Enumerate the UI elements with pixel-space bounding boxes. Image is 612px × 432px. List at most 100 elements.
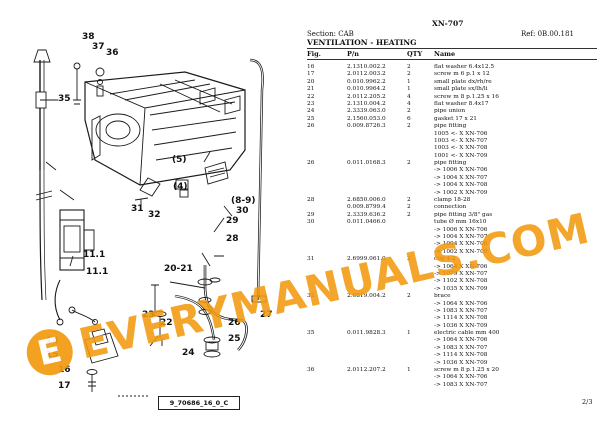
row-qty: 2 — [407, 123, 411, 130]
table-row: -> 1114 X XN-708 — [307, 315, 597, 322]
callout-28: 28 — [226, 234, 239, 244]
row-part-number: 0.011.9828.3 — [347, 330, 386, 337]
table-row: -> 1064 X XN-706 — [307, 337, 597, 344]
row-fig: 17 — [307, 71, 315, 78]
row-qty: 1 — [407, 330, 411, 337]
table-row: -> 1114 X XN-708 — [307, 352, 597, 359]
col-name: Name — [434, 50, 456, 58]
row-name: -> 1114 X XN-708 — [434, 352, 488, 359]
row-name: 1003 <- X XN-707 — [434, 137, 488, 144]
row-name: screw m 6 p.1 x 12 — [434, 71, 490, 78]
table-row: -> 1002 X XN-709 — [307, 190, 597, 197]
row-name: flat washer 8.4x17 — [434, 100, 489, 107]
row-fig: 23 — [307, 100, 315, 107]
callout-20-21: 20-21 — [164, 264, 193, 274]
row-name: gasket 17 x 21 — [434, 115, 477, 122]
table-row: -> 1102 X XN-708 — [307, 278, 597, 285]
callout-32: 32 — [148, 210, 161, 220]
table-row: -> 1036 X XN-709 — [307, 323, 597, 330]
callout-17: 17 — [58, 381, 71, 391]
row-name: -> 1083 X XN-707 — [434, 344, 488, 351]
row-part-number: 2.3339.636.2 — [347, 211, 386, 218]
row-part-number: 0.010.9962.2 — [347, 78, 386, 85]
row-name: tube Ø mm 16x10 — [434, 219, 487, 226]
row-part-number: 0.010.9964.2 — [347, 86, 386, 93]
row-fig: 36 — [307, 367, 315, 374]
col-part-number: P/n — [347, 50, 359, 58]
callout-23: 23 — [142, 310, 155, 320]
row-part-number: 2.1310.004.2 — [347, 100, 386, 107]
row-fig: 28 — [307, 197, 315, 204]
row-qty: 4 — [407, 100, 411, 107]
callout-29: 29 — [226, 216, 239, 226]
col-fig: Fig. — [307, 50, 321, 58]
table-row: 1003 <- X XN-708 — [307, 145, 597, 152]
row-name: -> 1002 X XN-709 — [434, 189, 488, 196]
row-fig: 29 — [307, 211, 315, 218]
row-part-number: 2.6819.004.2 — [347, 293, 386, 300]
row-qty: 2 — [407, 256, 411, 263]
callout-25: 25 — [228, 334, 241, 344]
callout-30: 30 — [236, 206, 249, 216]
callout-11-1-lower: 11.1 — [86, 267, 109, 277]
callout-11-1-upper: 11.1 — [83, 250, 106, 260]
table-row: -> 1064 X XN-706 — [307, 374, 597, 381]
row-name: -> 1004 X XN-707 — [434, 174, 488, 181]
row-part-number: 2.1310.002.2 — [347, 64, 386, 70]
row-name: -> 1083 X XN-707 — [434, 381, 488, 388]
row-name: connection — [434, 204, 467, 211]
row-part-number: 2.3339.063.0 — [347, 108, 386, 115]
row-part-number: 2.0112.207.2 — [347, 367, 386, 374]
table-row: -> 1035 X XN-709 — [307, 286, 597, 293]
callout-15: 15 — [46, 350, 59, 360]
row-name: pipe fitting — [434, 160, 467, 167]
row-name: -> 1004 X XN-707 — [434, 233, 488, 240]
table-row: 36 2.0112.207.2 1 screw m 8 p.1.25 x 20 — [307, 367, 597, 374]
row-name: small plate dx/rh/re — [434, 78, 492, 85]
document-title: XN-707 — [432, 19, 464, 28]
row-name: 1001 <- X XN-709 — [434, 152, 488, 159]
table-row: 23 2.1310.004.2 4 flat washer 8.4x17 — [307, 101, 597, 108]
row-name: screw m 8 p.1.25 x 20 — [434, 367, 499, 374]
row-fig: 35 — [307, 330, 315, 337]
diagram-drawing — [33, 49, 267, 397]
row-qty: 2 — [407, 108, 411, 115]
row-name: flat washer 6.4x12.5 — [434, 64, 495, 70]
callout-14: 14 — [46, 336, 59, 346]
row-name: -> 1036 X XN-709 — [434, 359, 488, 366]
row-qty: 2 — [407, 71, 411, 78]
row-name: pipe fitting 3/8" gas — [434, 211, 493, 218]
row-name: -> 1064 X XN-706 — [434, 374, 488, 381]
row-name: -> 1102 X XN-708 — [434, 278, 488, 285]
row-name: -> 1064 X XN-706 — [434, 300, 488, 307]
row-fig: 32 — [307, 293, 315, 300]
callout-26: 26 — [228, 318, 241, 328]
table-row: 1005 <- X XN-706 — [307, 131, 597, 138]
table-row: 1001 <- X XN-709 — [307, 153, 597, 160]
table-row: -> 1004 X XN-708 — [307, 241, 597, 248]
row-part-number: 0.011.0466.0 — [347, 219, 386, 226]
row-fig: 31 — [307, 256, 315, 263]
table-row: -> 1064 X XN-706 — [307, 264, 597, 271]
table-row: -> 1079 X XN-707 — [307, 271, 597, 278]
row-part-number: 2.1560.053.0 — [347, 115, 386, 122]
row-fig: 21 — [307, 86, 315, 93]
row-part-number: 0.011.0168.3 — [347, 160, 386, 167]
reference-code: Ref: 0B.00.181 — [521, 30, 574, 38]
callout-36: 36 — [106, 48, 119, 58]
row-fig: 25 — [307, 115, 315, 122]
page-number: 2/3 — [582, 398, 593, 406]
col-qty: QTY — [407, 50, 423, 58]
row-name: -> 1035 X XN-709 — [434, 285, 488, 292]
row-qty: 1 — [407, 367, 411, 374]
row-name: -> 1083 X XN-707 — [434, 307, 488, 314]
row-qty: 1 — [407, 86, 411, 93]
